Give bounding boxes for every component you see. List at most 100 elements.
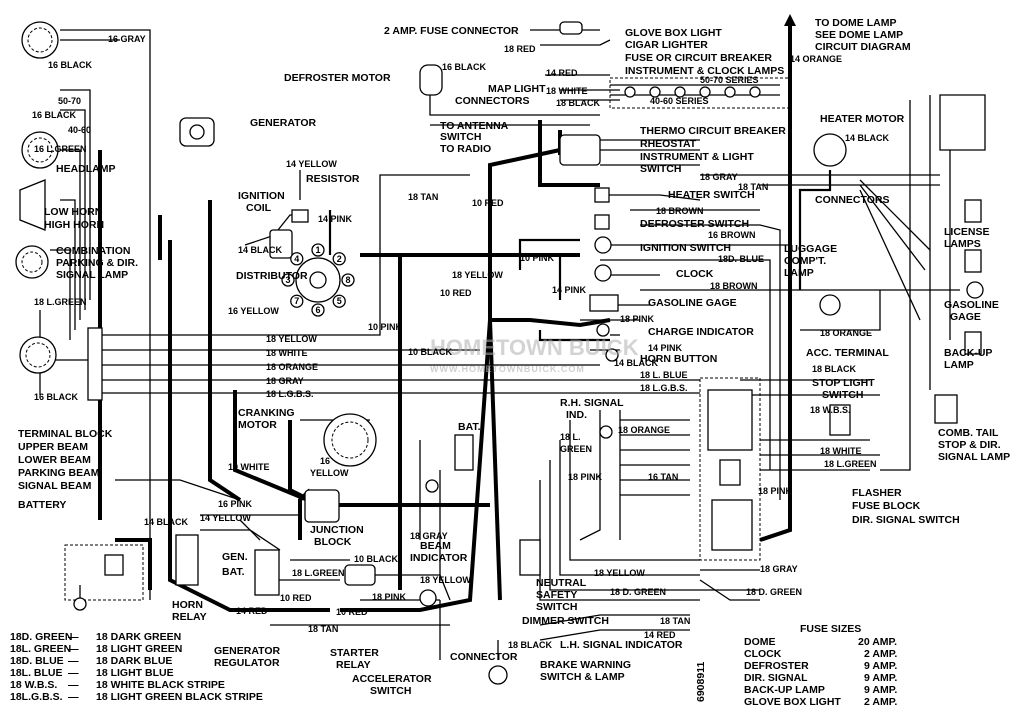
- distributor-terminal: [311, 243, 325, 257]
- label-accelerator-switch: SWITCH: [370, 685, 411, 697]
- beam-indicator-icon: [425, 479, 439, 493]
- fuse-item: BACK-UP LAMP: [744, 684, 825, 696]
- battery-icon: [64, 544, 144, 611]
- wire-18-white-mid: 18 WHITE: [266, 348, 308, 358]
- tail-lamp-upper-icon: [939, 94, 986, 151]
- label-safety-switch: SWITCH: [536, 601, 577, 613]
- label-flasher: FLASHER: [852, 487, 902, 499]
- label-generator: GENERATOR: [250, 117, 317, 129]
- wire-10-pink-b: 10 PINK: [368, 322, 403, 332]
- wire-18d-blue: 18D. BLUE: [718, 254, 764, 264]
- terminal-block-icon: [87, 327, 103, 401]
- clock-icon: [594, 264, 612, 282]
- distributor-terminal: [341, 273, 355, 287]
- brake-warning-icon: [488, 640, 508, 685]
- dome-lamp-arrow-icon: [784, 14, 796, 26]
- label-terminal-block: TERMINAL BLOCK: [18, 428, 113, 440]
- label-cigar-lighter: CIGAR LIGHTER: [625, 39, 708, 51]
- wire-18-red: 18 RED: [504, 44, 536, 54]
- label-resistor: RESISTOR: [306, 173, 360, 185]
- legend-code: 18 W.B.S.: [10, 679, 57, 691]
- wire-18-gray-bottom: 18 GRAY: [760, 564, 798, 574]
- wire-14-red: 14 RED: [546, 68, 578, 78]
- label-ignition: IGNITION: [238, 190, 285, 202]
- component-labels: 2 AMP. FUSE CONNECTOR GLOVE BOX LIGHT CI…: [18, 17, 1010, 702]
- wire-14-black-coil: 14 BLACK: [238, 245, 283, 255]
- legend-dash: —: [68, 691, 79, 703]
- legend-meaning: 18 LIGHT GREEN BLACK STRIPE: [96, 691, 263, 703]
- label-tick-50-70: 50-70: [58, 96, 81, 106]
- wire-10-pink: 10 PINK: [520, 253, 555, 263]
- label-brake-warning: BRAKE WARNING: [540, 659, 631, 671]
- harness-wires: [39, 29, 960, 660]
- label-parking-dir: PARKING & DIR.: [56, 257, 138, 269]
- label-bat-terminal: BAT.: [222, 566, 245, 578]
- accelerator-switch-icon: [419, 589, 437, 607]
- label-distributor: DISTRIBUTOR: [236, 270, 308, 282]
- label-switch-2: SWITCH: [640, 163, 681, 175]
- wire-14-orange: 14 ORANGE: [790, 54, 842, 64]
- fuse-row: DEFROSTER 9 AMP.: [744, 660, 897, 672]
- legend-dash: —: [68, 667, 79, 679]
- label-cranking: CRANKING: [238, 407, 295, 419]
- legend-row: 18D. GREEN — 18 DARK GREEN: [10, 631, 181, 643]
- medium-wires: [328, 170, 832, 342]
- legend-meaning: 18 DARK GREEN: [96, 631, 181, 643]
- legend-code: 18L. BLUE: [10, 667, 63, 679]
- label-battery: BATTERY: [18, 499, 66, 511]
- distributor-number: 7: [294, 296, 299, 306]
- label-horn: HORN: [172, 599, 203, 611]
- label-rh-ind: IND.: [566, 409, 587, 421]
- label-beam-indicator: INDICATOR: [410, 552, 468, 564]
- distributor-icon: [295, 257, 341, 303]
- part-number: 6908911: [695, 662, 707, 702]
- legend-dash: —: [68, 643, 79, 655]
- wire-10-white: 10 WHITE: [228, 462, 270, 472]
- label-safety: SAFETY: [536, 589, 577, 601]
- legend-row: 18L. BLUE — 18 LIGHT BLUE: [10, 667, 174, 679]
- distributor-number: 1: [315, 245, 320, 255]
- label-beam: BEAM: [420, 540, 451, 552]
- label-glove-box-light: GLOVE BOX LIGHT: [625, 27, 722, 39]
- wire-18-yellow: 18 YELLOW: [452, 270, 503, 280]
- legend-dash: —: [68, 631, 79, 643]
- wire-16-lgreen: 16 L.GREEN: [34, 144, 87, 154]
- legend-dash: —: [68, 655, 79, 667]
- stop-light-switch-icon: [829, 404, 851, 436]
- wire-18-tan-low: 18 TAN: [308, 624, 338, 634]
- wire-14-red-low: 14 RED: [236, 606, 268, 616]
- legend-code: 18D. GREEN: [10, 631, 72, 643]
- gasoline-gage-dash-icon: [589, 294, 619, 312]
- label-gasoline: GASOLINE: [944, 299, 999, 311]
- legend-meaning: 18 WHITE BLACK STRIPE: [96, 679, 225, 691]
- legend-row: 18 W.B.S. — 18 WHITE BLACK STRIPE: [10, 679, 225, 691]
- heater-switch-icon: [594, 187, 610, 203]
- wire-18-wbs: 18 W.B.S.: [810, 405, 851, 415]
- defroster-switch-icon: [594, 214, 610, 230]
- label-dir-signal-switch: DIR. SIGNAL SWITCH: [852, 514, 960, 526]
- label-headlamp: HEADLAMP: [56, 163, 116, 175]
- label-gage: GAGE: [950, 311, 981, 323]
- fuse-row: GLOVE BOX LIGHT 2 AMP.: [744, 696, 897, 708]
- label-brake-switch-lamp: SWITCH & LAMP: [540, 671, 625, 683]
- wire-14-yellow-low: 14 YELLOW: [200, 513, 251, 523]
- fuse-size: 9 AMP.: [864, 660, 897, 672]
- distributor-number: 5: [337, 296, 342, 306]
- wire-18-yellow-low: 18 YELLOW: [420, 575, 471, 585]
- wire-18-white: 18 WHITE: [546, 86, 588, 96]
- label-rh-signal: R.H. SIGNAL: [560, 397, 624, 409]
- label-relay: RELAY: [172, 611, 207, 623]
- fuse-size: 9 AMP.: [864, 684, 897, 696]
- label-see-dome-lamp: SEE DOME LAMP: [815, 29, 903, 41]
- label-connectors-right: CONNECTORS: [815, 194, 889, 206]
- label-license: LICENSE: [944, 226, 990, 238]
- wire-18-black-right: 18 BLACK: [812, 364, 857, 374]
- wire-yellow-crank: YELLOW: [310, 468, 349, 478]
- legend-dash: —: [68, 679, 79, 691]
- label-horn-button: HORN BUTTON: [640, 353, 717, 365]
- label-comp: COMP'T.: [784, 255, 826, 267]
- label-dimmer-switch: DIMMER SWITCH: [522, 615, 609, 627]
- label-to-radio: TO RADIO: [440, 143, 491, 155]
- wire-green-ind: GREEN: [560, 444, 592, 454]
